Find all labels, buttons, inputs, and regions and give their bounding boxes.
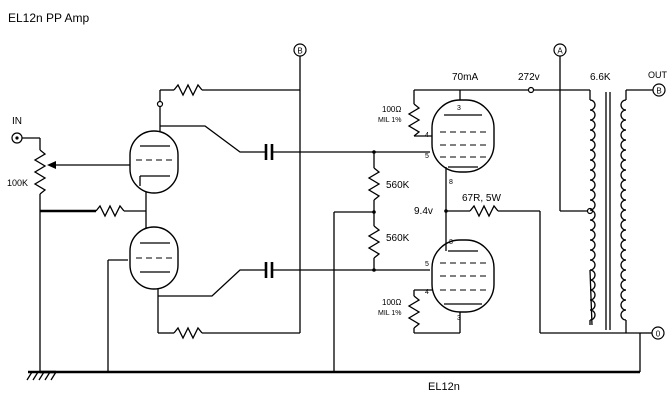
driver-tube-bottom — [129, 226, 179, 290]
output-tube-top — [431, 99, 495, 173]
screen-resistor-bottom-value: 100Ω — [382, 298, 401, 307]
impedance-label: 6.6K — [590, 72, 611, 83]
screen-resistor-top-note: MIL 1% — [378, 117, 401, 124]
footer-tube-label: EL12n — [428, 381, 460, 393]
input-jack — [11, 132, 41, 150]
grid-resistor-top-value: 560K — [386, 180, 410, 191]
pin-bottom-3: 3 — [457, 315, 461, 322]
coupling-capacitor-bottom — [158, 262, 430, 297]
output-node-zero-label: 0 — [656, 330, 661, 339]
cathode-resistor-label: 67R, 5W — [462, 193, 501, 204]
pin-top-8: 8 — [449, 179, 453, 186]
node-a-label: A — [557, 47, 563, 56]
plate-voltage-label: 272v — [518, 72, 540, 83]
volume-potentiometer — [33, 149, 130, 372]
ground-bus — [26, 370, 640, 381]
screen-resistor-bottom — [407, 289, 461, 334]
driver-plate-load-top — [156, 83, 300, 131]
pin-bottom-8: 8 — [449, 239, 453, 246]
output-transformer — [589, 89, 654, 333]
grid-resistor-bottom-value: 560K — [386, 233, 410, 244]
pin-bottom-5: 5 — [425, 261, 429, 268]
output-cathode-network — [444, 167, 640, 334]
plate-supply-wire — [460, 86, 590, 94]
coupling-capacitor-top — [160, 125, 430, 160]
current-label: 70mA — [452, 72, 478, 83]
input-label: IN — [12, 116, 22, 127]
grid-resistor-top — [367, 150, 381, 212]
pin-top-3: 3 — [457, 105, 461, 112]
node-b-label: B — [297, 47, 302, 56]
driver-tube-top — [129, 130, 179, 194]
pot-value-label: 100K — [7, 178, 28, 188]
output-terminal-zero — [639, 326, 665, 372]
screen-resistor-bottom-note: MIL 1% — [378, 310, 401, 317]
pin-bottom-4: 4 — [425, 289, 429, 296]
pin-top-5: 5 — [425, 153, 429, 160]
screen-resistor-top — [407, 89, 461, 137]
b-plus-rail — [293, 43, 307, 333]
driver-cathode-resistor — [40, 192, 147, 230]
cathode-voltage-label: 9.4v — [414, 206, 433, 217]
screen-resistor-top-value: 100Ω — [382, 105, 401, 114]
output-label: OUT — [648, 70, 668, 80]
node-a-rail — [553, 43, 594, 215]
schematic-title: EL12n PP Amp — [8, 11, 89, 25]
output-tube-bottom — [431, 239, 495, 313]
output-terminal-b — [652, 83, 666, 97]
grid-resistor-bottom — [333, 210, 381, 372]
output-node-b-label: B — [656, 87, 661, 96]
